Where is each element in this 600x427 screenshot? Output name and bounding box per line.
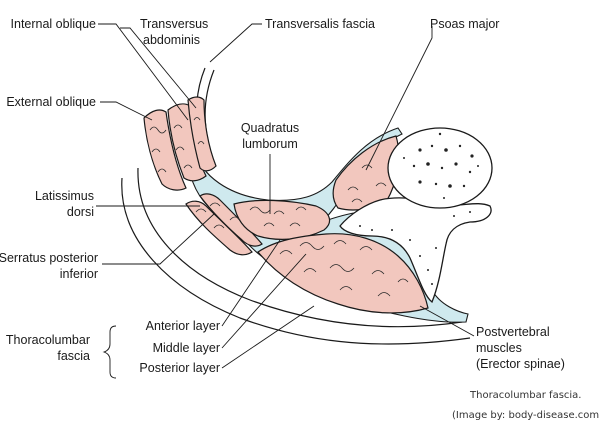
- serratus-posterior-inferior-muscle: [199, 193, 263, 247]
- label-quadratus-1: Quadratus: [241, 121, 299, 135]
- vertebral-body: [387, 127, 493, 209]
- transversus-abdominis-muscle: [187, 96, 217, 172]
- skin-outline-outer: [121, 177, 471, 345]
- label-serratus-1: Serratus posterior: [0, 251, 98, 265]
- internal-oblique-muscle: [167, 103, 207, 182]
- label-latissimus-2: dorsi: [67, 205, 94, 219]
- leader-transversalis: [209, 23, 262, 63]
- leader-transversus: [120, 27, 197, 109]
- muscle-fibres: [149, 117, 409, 297]
- vertebral-arch: [339, 197, 492, 304]
- leader-psoas: [365, 26, 433, 171]
- leader-anterior: [221, 239, 281, 327]
- illustration: [121, 67, 493, 345]
- label-anterior-layer: Anterior layer: [146, 319, 220, 333]
- caption-title: Thoracolumbar fascia.: [469, 390, 581, 401]
- label-postvertebral-1: Postvertebral: [476, 325, 550, 339]
- label-latissimus-1: Latissimus: [35, 189, 94, 203]
- leader-postvertebral: [419, 305, 475, 337]
- leader-posterior: [221, 305, 315, 369]
- leader-external-oblique: [100, 101, 153, 121]
- leader-lines: [96, 23, 475, 379]
- leader-internal-oblique: [98, 23, 189, 121]
- labels: Internal oblique Transversus abdominis T…: [0, 17, 565, 375]
- label-transversus-1: Transversus: [140, 17, 208, 31]
- leader-serratus: [102, 213, 215, 265]
- skin-outline-inner: [137, 167, 463, 328]
- external-oblique-muscle: [143, 109, 187, 191]
- label-posterior-layer: Posterior layer: [139, 361, 220, 375]
- label-middle-layer: Middle layer: [153, 341, 220, 355]
- latissimus-dorsi-muscle: [185, 200, 253, 256]
- thoracolumbar-brace: [102, 325, 117, 379]
- label-postvertebral-2: muscles: [476, 341, 522, 355]
- label-quadratus-2: lumborum: [242, 137, 298, 151]
- label-thoracolumbar-1: Thoracolumbar: [6, 333, 90, 347]
- label-psoas-major: Psoas major: [430, 17, 499, 31]
- label-external-oblique: External oblique: [6, 95, 96, 109]
- label-serratus-2: inferior: [60, 267, 98, 281]
- label-transversalis-fascia: Transversalis fascia: [265, 17, 375, 31]
- label-internal-oblique: Internal oblique: [11, 17, 97, 31]
- label-postvertebral-3: (Erector spinae): [476, 357, 565, 371]
- leader-middle: [221, 253, 307, 349]
- label-transversus-2: abdominis: [143, 33, 200, 47]
- bone-stipple: [359, 132, 479, 285]
- label-thoracolumbar-2: fascia: [57, 349, 90, 363]
- caption-credit: (Image by: body-disease.com): [452, 410, 600, 421]
